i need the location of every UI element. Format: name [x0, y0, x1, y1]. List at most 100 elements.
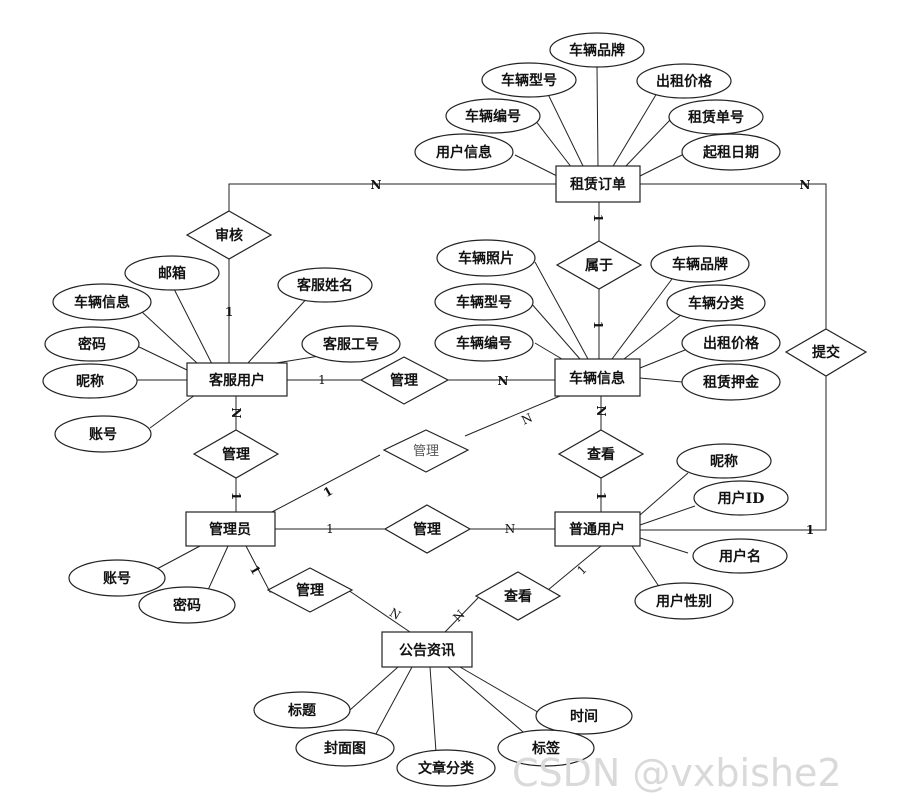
attribute-vehicle-number: 车辆编号: [434, 324, 534, 362]
relationship-manage-admin-user: 管理: [383, 504, 472, 554]
svg-text:车辆型号: 车辆型号: [501, 72, 557, 89]
cardinality-view-user: 1: [594, 492, 608, 500]
cardinality-review-cs: 1: [225, 305, 233, 319]
relationship-submit: 提交: [784, 328, 868, 377]
cardinality-user-ann-user: 1: [574, 562, 589, 577]
cardinality-cs-vehicle-cs: 1: [318, 373, 326, 387]
svg-text:用户性别: 用户性别: [656, 593, 712, 610]
svg-text:管理: 管理: [390, 372, 418, 389]
svg-text:审核: 审核: [215, 227, 243, 244]
attribute-cs-user-name: 客服姓名: [277, 267, 373, 303]
attribute-vehicle-deposit: 租赁押金: [681, 363, 781, 401]
attribute-announcement-title: 标题: [253, 691, 351, 729]
svg-text:标题: 标题: [287, 702, 317, 719]
svg-text:查看: 查看: [587, 446, 615, 463]
cardinality-cs-admin-cs: N: [229, 408, 243, 419]
svg-text:账号: 账号: [103, 571, 131, 587]
entities: 租赁订单 客服用户 车辆信息 管理员 普通用户 公告资讯: [185, 165, 641, 668]
cardinality-admin-user-user: N: [505, 522, 516, 536]
cardinality-belongs-order: 1: [591, 214, 605, 222]
attribute-vehicle-photo: 车辆照片: [436, 239, 536, 277]
svg-text:时间: 时间: [570, 708, 598, 725]
attribute-cs-user-account: 账号: [54, 415, 152, 453]
attribute-user-gender: 用户性别: [634, 582, 734, 620]
attribute-vehicle-rent-price: 出租价格: [681, 324, 781, 362]
relationships: 审核 属于 提交 管理 管理 管理 查看 管理: [185, 210, 868, 621]
entity-regular-user: 普通用户: [554, 511, 641, 547]
svg-text:用户名: 用户名: [719, 548, 761, 565]
svg-text:租赁单号: 租赁单号: [688, 109, 744, 126]
attribute-rental-order-order-number: 租赁单号: [668, 99, 764, 135]
cardinality-cs-vehicle-vehicle: N: [498, 374, 509, 388]
attribute-cs-user-email: 邮箱: [124, 255, 220, 291]
attribute-user-username: 用户名: [692, 538, 788, 574]
relationship-manage-cs-vehicle: 管理: [359, 356, 450, 405]
attribute-cs-user-password: 密码: [44, 326, 140, 362]
svg-text:客服用户: 客服用户: [208, 372, 265, 389]
svg-text:管理: 管理: [413, 444, 439, 459]
attribute-rental-order-vehicle-number: 车辆编号: [445, 98, 541, 134]
svg-text:属于: 属于: [585, 258, 613, 274]
cardinality-submit-order: N: [800, 178, 811, 192]
attribute-announcement-cover: 封面图: [295, 729, 395, 767]
attribute-rental-order-start-date: 起租日期: [681, 133, 781, 171]
svg-text:出租价格: 出租价格: [703, 335, 760, 352]
svg-text:管理: 管理: [296, 582, 324, 599]
cardinality-review-order: N: [371, 178, 382, 192]
svg-text:提交: 提交: [812, 344, 840, 361]
svg-text:公告资讯: 公告资讯: [399, 642, 455, 659]
relationship-belongs-to: 属于: [555, 240, 643, 290]
cardinalities: N 1 1 1 N 1 1 N N 1 1 N N 1 1 N 1 N 1 N: [225, 178, 814, 625]
svg-text:租赁押金: 租赁押金: [703, 374, 760, 391]
svg-text:客服姓名: 客服姓名: [296, 277, 353, 294]
relationship-view-user-announcement: 查看: [474, 571, 562, 621]
svg-text:租赁订单: 租赁订单: [570, 176, 626, 193]
attribute-vehicle-brand: 车辆品牌: [650, 245, 750, 283]
cardinality-belongs-vehicle: 1: [591, 321, 605, 329]
entity-rental-order: 租赁订单: [555, 165, 641, 203]
relationship-manage-cs-admin: 管理: [192, 429, 280, 479]
attribute-rental-order-vehicle-brand: 车辆品牌: [549, 32, 645, 68]
attribute-rental-order-vehicle-model: 车辆型号: [481, 62, 577, 98]
svg-text:用户ID: 用户ID: [718, 490, 765, 507]
svg-text:用户信息: 用户信息: [436, 144, 492, 161]
attribute-vehicle-category: 车辆分类: [666, 284, 766, 322]
svg-text:车辆照片: 车辆照片: [458, 250, 514, 267]
svg-text:查看: 查看: [504, 588, 532, 605]
svg-text:起租日期: 起租日期: [702, 144, 759, 161]
svg-text:邮箱: 邮箱: [158, 265, 186, 282]
attribute-rental-order-user-info: 用户信息: [414, 133, 514, 171]
relationship-view-user-vehicle: 查看: [557, 429, 645, 479]
cardinality-admin-vehicle-vehicle: N: [519, 410, 534, 427]
attribute-admin-account: 账号: [68, 559, 166, 597]
svg-text:车辆编号: 车辆编号: [465, 108, 521, 125]
svg-text:密码: 密码: [172, 597, 201, 614]
cardinality-user-ann-ann: N: [450, 607, 467, 624]
svg-text:文章分类: 文章分类: [418, 760, 475, 777]
relationship-manage-admin-announcement: 管理: [266, 567, 354, 613]
svg-text:密码: 密码: [77, 336, 106, 353]
attribute-vehicle-model: 车辆型号: [434, 283, 534, 321]
entity-admin: 管理员: [185, 511, 276, 547]
svg-text:管理: 管理: [222, 446, 250, 463]
svg-text:账号: 账号: [89, 427, 117, 443]
svg-text:车辆分类: 车辆分类: [688, 295, 745, 312]
attribute-rental-order-rent-price: 出租价格: [636, 63, 732, 99]
svg-text:客服工号: 客服工号: [322, 336, 379, 353]
attribute-admin-password: 密码: [138, 586, 236, 624]
svg-text:管理员: 管理员: [209, 521, 251, 538]
attribute-announcement-time: 时间: [535, 697, 633, 735]
cardinality-admin-ann-ann: N: [387, 605, 403, 622]
edges: [134, 65, 827, 753]
svg-text:车辆编号: 车辆编号: [456, 335, 512, 352]
attribute-cs-user-nickname: 昵称: [42, 363, 138, 399]
svg-text:标签: 标签: [531, 740, 561, 757]
cardinality-cs-admin-admin: 1: [229, 492, 243, 500]
entity-cs-user: 客服用户: [186, 362, 288, 397]
svg-text:车辆信息: 车辆信息: [569, 370, 625, 387]
attributes: 车辆品牌 车辆型号 出租价格 车辆编号 租赁单号 用户信息 起租日期: [42, 32, 789, 787]
attribute-cs-user-staff-id: 客服工号: [301, 325, 401, 363]
svg-text:车辆品牌: 车辆品牌: [569, 42, 625, 59]
svg-text:封面图: 封面图: [324, 740, 366, 757]
